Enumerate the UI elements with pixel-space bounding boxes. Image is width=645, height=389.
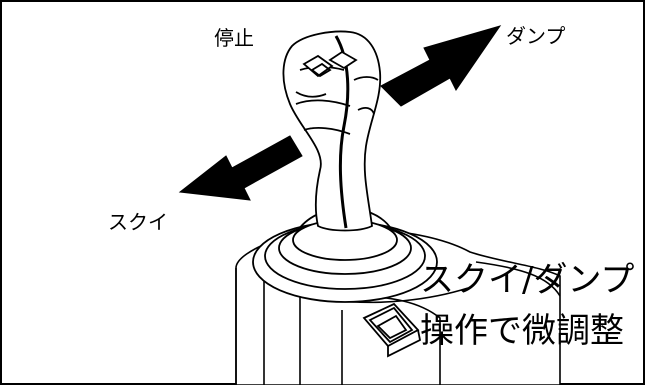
fine-control-caption-line1: スクイ/ダンプ [420,260,635,300]
rocker-switch [362,302,422,358]
dump-label: ダンプ [506,24,566,48]
joystick-handle [282,30,382,232]
stop-label: 停止 [214,26,254,50]
scoop-arrow [178,135,303,201]
handle-top-buttons [302,50,358,78]
dump-arrow [380,25,502,107]
joystick-boot [252,207,438,303]
fine-control-caption-line2: 操作で微調整 [420,311,624,351]
scoop-label: スクイ [108,210,168,234]
